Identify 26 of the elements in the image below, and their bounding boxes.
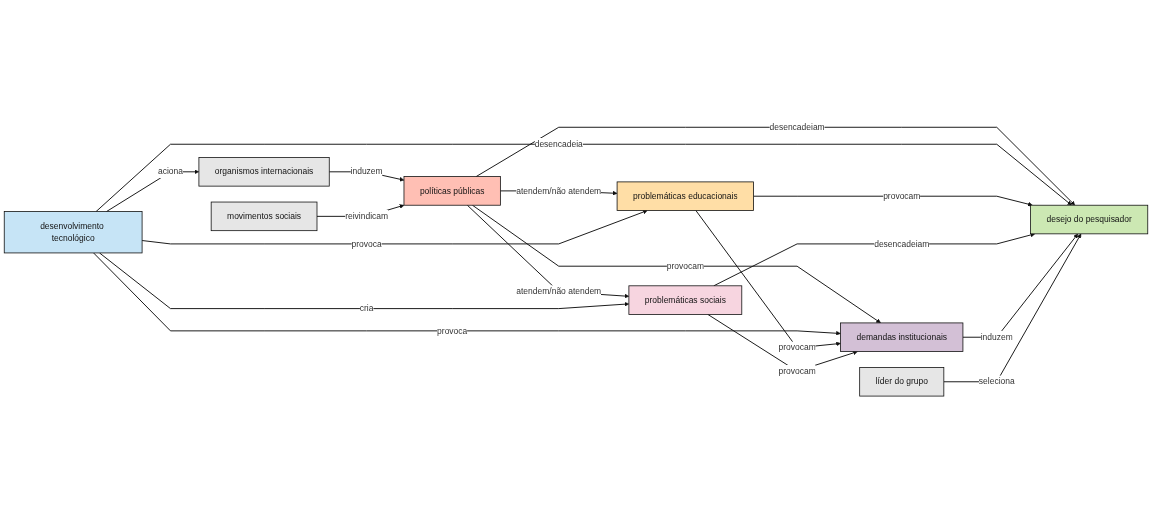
edge-label: desencadeia [534, 139, 583, 149]
node-box: problemáticas educacionais [616, 181, 754, 211]
edge-label: cria [359, 303, 374, 313]
node-box: desenvolvimento tecnológico [3, 211, 143, 254]
edge-label: desencadeiam [769, 122, 825, 132]
edge-label: induzem [350, 167, 383, 177]
node-box: desejo do pesquisador [1030, 204, 1149, 235]
edge-label: desencadeiam [874, 239, 930, 249]
edge-label: provocam [666, 261, 704, 271]
edge-label: provoca [437, 326, 468, 336]
node-box: demandas institucionais [840, 322, 964, 352]
edge-label: induzem [980, 332, 1013, 342]
node-box: líder do grupo [859, 367, 945, 397]
edge-label: provocam [883, 191, 921, 201]
edge-label: provoca [351, 239, 382, 249]
edge-label: provocam [778, 366, 816, 376]
edge-label: reivindicam [345, 211, 389, 221]
node-box: movimentos sociais [210, 201, 318, 232]
edge-label: seleciona [978, 377, 1015, 387]
edge-label: aciona [157, 167, 183, 177]
edge-label: atendem/não atendem [516, 186, 602, 196]
node-box: problemáticas sociais [628, 285, 743, 315]
node-box: políticas públicas [403, 176, 501, 206]
node-box: organismos internacionais [198, 157, 330, 187]
edge-label: atendem/não atendem [516, 286, 602, 296]
edge-label: provocam [778, 343, 816, 353]
